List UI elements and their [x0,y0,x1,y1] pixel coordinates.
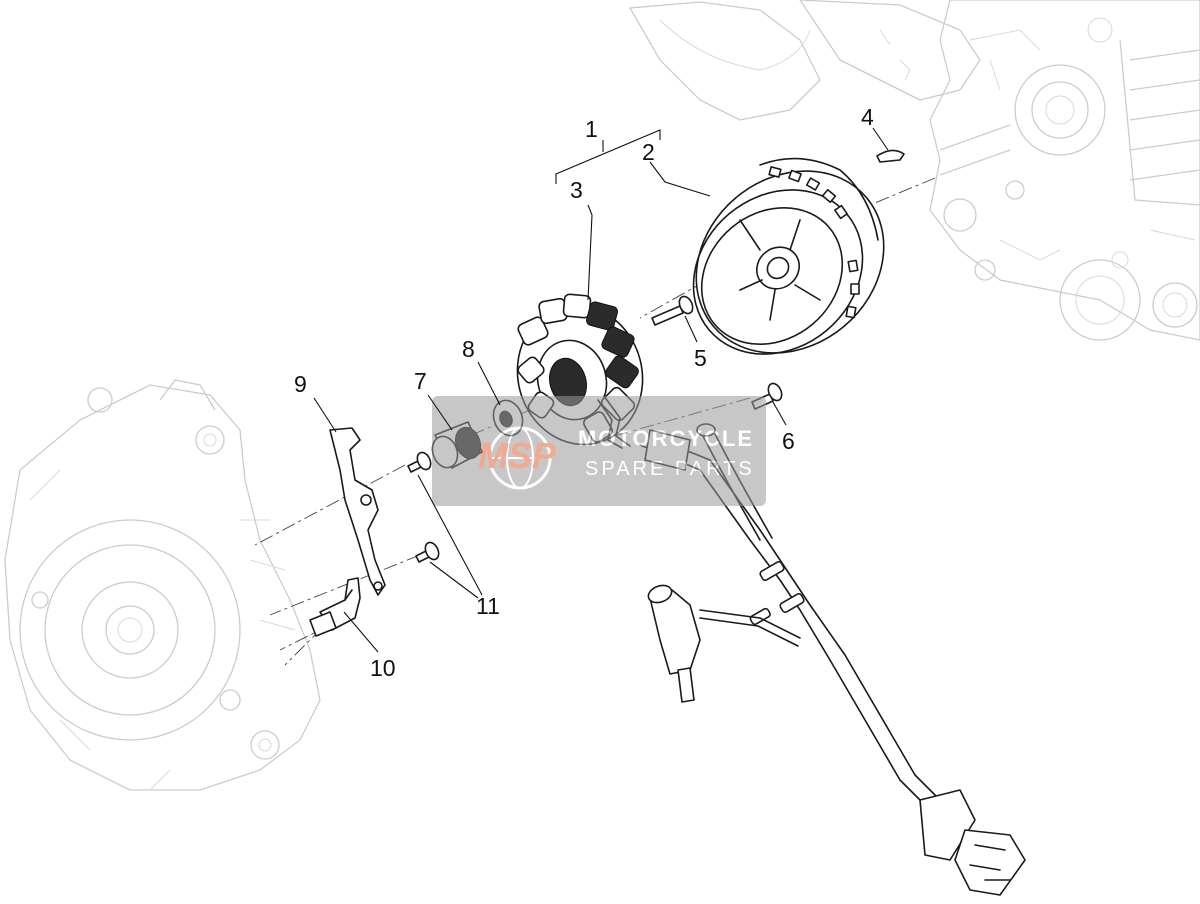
pickup-sensor-part-10 [309,577,361,637]
watermark-line2: SPARE PARTS [585,458,755,480]
harness-grommets [749,560,805,626]
callout-9: 9 [294,371,307,397]
stator-bolt-part-5 [651,295,694,326]
engine-block-background [628,0,1200,341]
callout-labels: 1 2 3 4 5 6 7 8 9 10 11 [294,104,874,681]
callout-5: 5 [694,345,707,371]
callout-1: 1 [585,116,598,142]
flywheel-rotor-part-2 [692,157,885,355]
callout-11: 11 [476,593,500,619]
crankcase-cover-background [4,379,321,791]
watermark-line1: MOTORCYCLE [578,426,754,451]
callout-6: 6 [782,428,795,454]
callout-3: 3 [570,177,583,203]
watermark: MSP MOTORCYCLE SPARE PARTS [432,396,766,506]
watermark-logo: MSP [478,435,557,476]
callout-4: 4 [861,104,874,130]
screws-part-11 [407,451,440,563]
callout-7: 7 [414,368,427,394]
flywheel-slots [768,166,860,319]
bracket-plate-part-9 [329,427,386,596]
callout-2: 2 [642,139,655,165]
woodruff-key-part-4 [876,149,905,163]
callout-10: 10 [370,655,396,681]
watermark-panel [432,396,766,506]
wiring-harness [639,423,1026,896]
callout-8: 8 [462,336,475,362]
leader-lines [313,127,889,653]
